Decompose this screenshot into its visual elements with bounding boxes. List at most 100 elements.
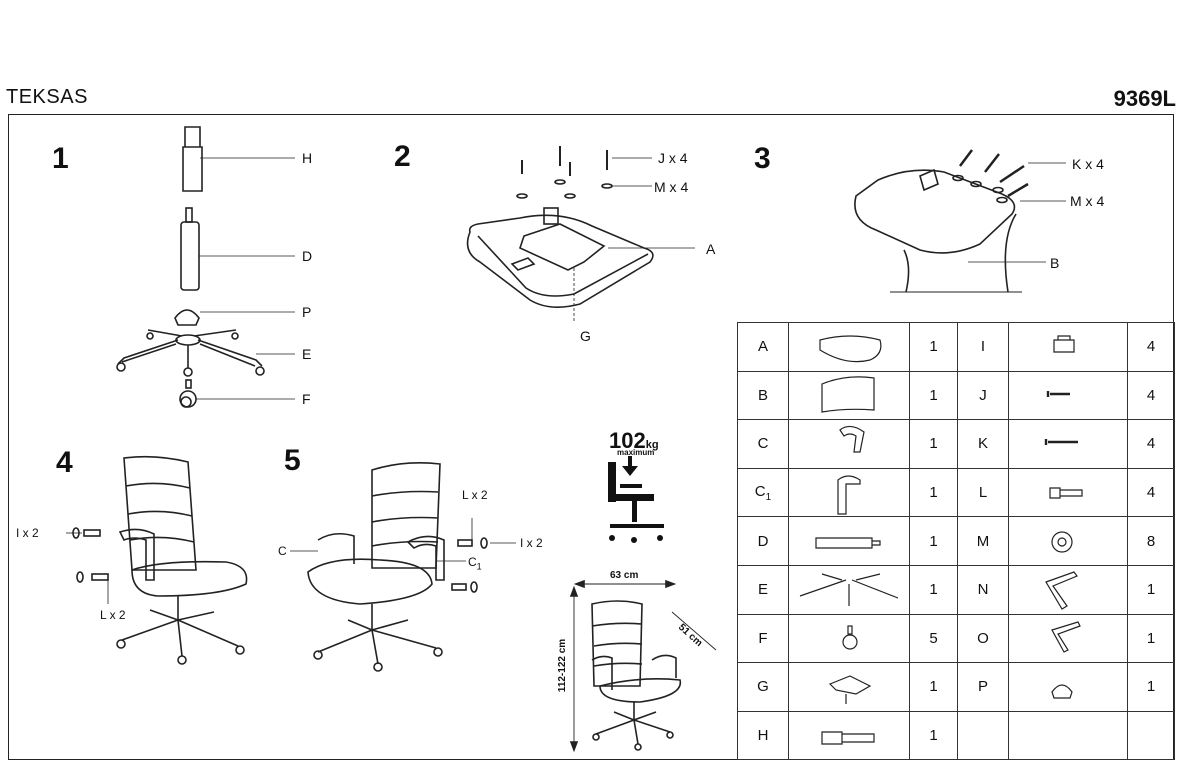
part-letter-text: C xyxy=(757,435,769,453)
part-image xyxy=(788,613,910,664)
part-quantity: 1 xyxy=(909,710,958,761)
part-image xyxy=(788,419,910,469)
title-product-code: 9369L xyxy=(1113,86,1176,111)
part-quantity-text: 1 xyxy=(929,678,938,696)
part-letter-text: B xyxy=(757,386,768,404)
part-quantity: 1 xyxy=(909,516,958,566)
part-quantity-text: 1 xyxy=(929,435,938,453)
part-letter xyxy=(957,710,1009,761)
part-quantity-text: 4 xyxy=(1146,484,1156,502)
part-letter: D xyxy=(737,516,789,566)
part-letter: C1 xyxy=(737,467,789,518)
part-quantity-text: 8 xyxy=(1146,532,1156,550)
part-quantity: 1 xyxy=(909,662,958,712)
part-letter-text: N xyxy=(977,581,989,599)
step-3-number: 3 xyxy=(754,142,771,175)
dimension-width: 63 cm xyxy=(610,570,639,581)
part-image xyxy=(1008,516,1128,566)
step3-seat-backrest-drawing xyxy=(854,149,1066,293)
part-quantity: 4 xyxy=(1127,322,1175,372)
part-image xyxy=(1008,419,1128,469)
part-image xyxy=(1008,613,1128,664)
part-quantity xyxy=(1127,710,1175,761)
part-quantity-text: 1 xyxy=(929,532,938,550)
part-quantity-text: 1 xyxy=(929,338,938,356)
part-letter: P xyxy=(957,662,1009,712)
part-image xyxy=(788,516,910,566)
part-quantity-text: 4 xyxy=(1146,338,1156,356)
part-letter: F xyxy=(737,613,789,664)
step1-gas-lift-drawing xyxy=(180,207,295,291)
part-letter-subscript: 1 xyxy=(765,491,772,503)
part-quantity-text: 1 xyxy=(929,727,938,745)
part-quantity: 1 xyxy=(909,322,958,372)
label-g: G xyxy=(580,328,591,344)
parts-row: D 1 M 8 xyxy=(737,516,1175,566)
title-product-name: TEKSAS xyxy=(6,86,88,108)
part-quantity: 1 xyxy=(909,467,958,518)
step2-seat-mechanism-drawing xyxy=(466,146,695,322)
part-image xyxy=(788,370,910,421)
step1-adapter-drawing xyxy=(174,309,295,326)
step-4-number: 4 xyxy=(56,446,73,479)
part-image xyxy=(1008,710,1128,761)
part-quantity: 1 xyxy=(1127,613,1175,664)
part-image xyxy=(788,564,910,615)
part-quantity-text: 4 xyxy=(1146,386,1156,404)
label-m-x4-step2: M x 4 xyxy=(654,179,689,195)
part-letter-text: K xyxy=(977,435,988,453)
part-letter-text: A xyxy=(757,338,768,356)
part-quantity: 1 xyxy=(909,370,958,421)
label-i-x2-step4: I x 2 xyxy=(16,526,39,540)
part-image xyxy=(1008,370,1128,421)
part-letter-text: H xyxy=(757,727,769,745)
part-quantity: 4 xyxy=(1127,370,1175,421)
part-letter-text: I xyxy=(980,338,986,356)
parts-row: G 1 P 1 xyxy=(737,662,1175,712)
parts-row: E 1 N 1 xyxy=(737,564,1175,615)
part-quantity: 8 xyxy=(1127,516,1175,566)
part-letter: H xyxy=(737,710,789,761)
part-quantity-text: 1 xyxy=(929,484,938,502)
part-letter: A xyxy=(737,322,789,372)
parts-row: C 1 K 4 xyxy=(737,419,1175,469)
label-c1: C1 xyxy=(468,555,482,572)
part-quantity-text: 1 xyxy=(929,581,938,599)
part-letter-text: L xyxy=(978,484,988,502)
part-quantity: 1 xyxy=(909,564,958,615)
label-f: F xyxy=(302,391,311,407)
part-quantity-text: 1 xyxy=(1146,629,1156,647)
dimension-drawing xyxy=(569,579,717,753)
part-letter: G xyxy=(737,662,789,712)
step1-gas-lift-cover-drawing xyxy=(182,126,295,192)
label-b: B xyxy=(1050,255,1060,271)
part-letter: N xyxy=(957,564,1009,615)
part-letter-text: G xyxy=(757,678,769,696)
step5-chair-drawing xyxy=(290,462,516,672)
part-letter-text: M xyxy=(976,532,990,550)
part-image xyxy=(788,467,910,518)
part-image xyxy=(788,662,910,712)
step-2-number: 2 xyxy=(394,140,411,173)
part-quantity-text: 5 xyxy=(929,629,938,647)
part-quantity-text: 1 xyxy=(1146,581,1156,599)
part-letter: B xyxy=(737,370,789,421)
capacity-note: maximum xyxy=(617,448,655,457)
step1-caster-drawing xyxy=(179,379,295,408)
label-a: A xyxy=(706,241,716,257)
label-d: D xyxy=(302,248,313,264)
part-quantity-text: 4 xyxy=(1146,435,1156,453)
part-letter-text: P xyxy=(977,678,988,696)
part-image xyxy=(1008,322,1128,372)
step4-chair-drawing xyxy=(66,455,248,665)
part-letter: I xyxy=(957,322,1009,372)
part-quantity: 4 xyxy=(1127,467,1175,518)
part-letter-text: E xyxy=(757,581,768,599)
part-quantity-text: 1 xyxy=(1146,678,1156,696)
part-letter-text: F xyxy=(758,629,768,647)
part-letter-text: C xyxy=(754,482,766,500)
